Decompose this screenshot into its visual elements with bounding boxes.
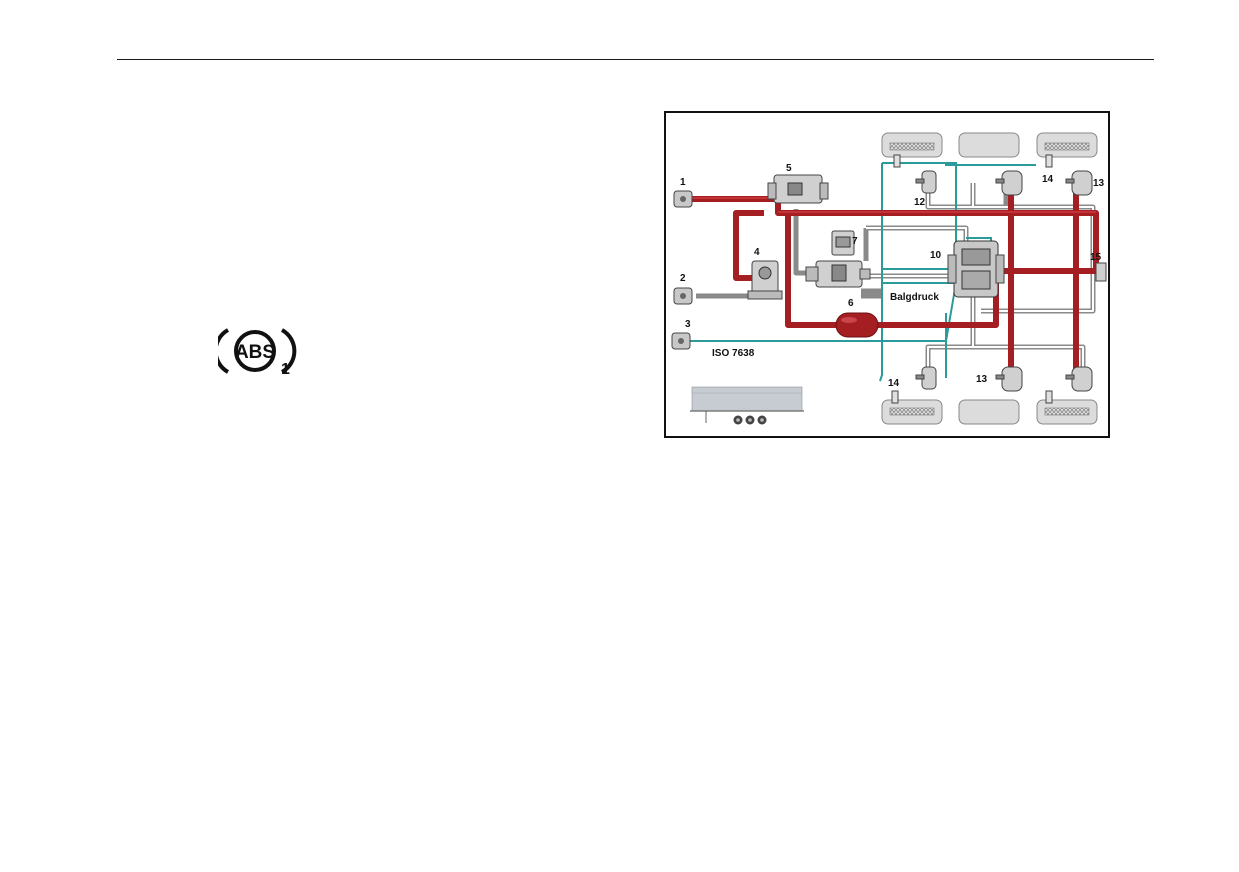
abs-warning-lamp-icon: ABS 1 (218, 328, 297, 376)
label-balgdruck: Balgdruck (890, 292, 939, 303)
label-4: 4 (754, 247, 760, 258)
label-1: 1 (680, 177, 686, 188)
brake-chamber-13-bottom (1001, 366, 1023, 392)
brake-chamber-bottom-right (1071, 366, 1093, 392)
valve-4 (747, 260, 783, 300)
tyre-bottom-middle (958, 399, 1020, 425)
electric-lines (686, 162, 1036, 382)
brake-chamber-13-top (1001, 170, 1023, 196)
brake-chamber-top-right (1071, 170, 1093, 196)
label-5: 5 (786, 163, 792, 174)
iso-connector-3 (671, 332, 691, 350)
valve-5 (767, 174, 829, 204)
trailer-icon (690, 386, 804, 425)
tyre-top-middle (958, 132, 1020, 158)
brake-lines (688, 188, 1099, 378)
valve-15 (1095, 262, 1107, 282)
label-7: 7 (852, 236, 858, 247)
label-2: 2 (680, 273, 686, 284)
brake-chambers (915, 170, 1093, 392)
sensor-14-bottom (891, 390, 899, 404)
valve-7 (831, 230, 855, 256)
abs-modulator (947, 240, 1005, 298)
label-13-bottom: 13 (976, 374, 988, 385)
header-rule (117, 59, 1154, 60)
abs-index: 1 (281, 361, 290, 376)
air-reservoir (835, 312, 879, 338)
coupling-head-1 (673, 190, 693, 208)
abs-text: ABS (235, 342, 275, 363)
tyres (881, 132, 1098, 425)
label-12: 12 (914, 197, 926, 208)
load-sensing-valve (805, 260, 871, 288)
wheel-speed-sensors (891, 154, 1053, 404)
label-15: 15 (1090, 252, 1102, 263)
label-iso-7638: ISO 7638 (712, 348, 755, 359)
label-3: 3 (685, 319, 691, 330)
coupling-head-2 (673, 287, 693, 305)
label-14-bottom: 14 (888, 378, 900, 389)
label-6: 6 (848, 298, 854, 309)
brake-system-diagram: 1 2 3 4 5 6 7 10 12 13 13 14 14 15 Balgd… (664, 111, 1110, 438)
label-13-top: 13 (1093, 178, 1105, 189)
label-10: 10 (930, 250, 942, 261)
label-14-top: 14 (1042, 174, 1054, 185)
sensor-14-top (1045, 154, 1053, 168)
